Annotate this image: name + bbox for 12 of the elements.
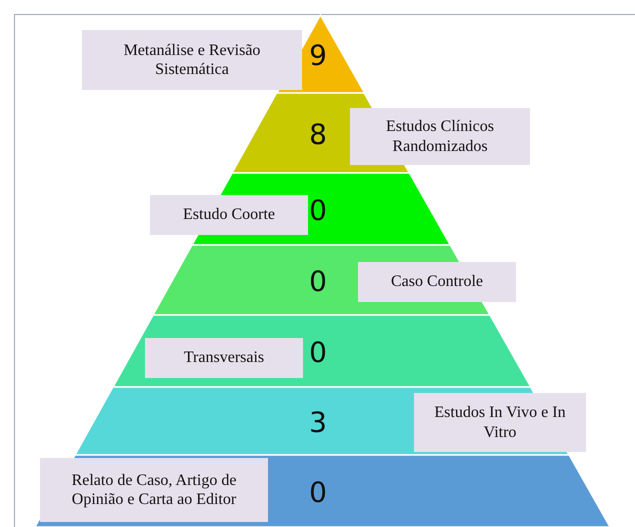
- tier-count: 9: [309, 42, 327, 70]
- tier-count: 0: [309, 268, 327, 296]
- category-label: Estudos Clínicos Randomizados: [350, 108, 530, 165]
- tier-count: 0: [309, 339, 327, 367]
- tier-count: 0: [309, 197, 327, 225]
- category-label: Metanálise e Revisão Sistemática: [82, 30, 302, 90]
- tier-count: 0: [309, 479, 327, 507]
- category-label: Estudos In Vivo e In Vitro: [414, 393, 586, 452]
- tier-count: 3: [309, 409, 327, 437]
- category-label: Estudo Coorte: [150, 195, 308, 235]
- category-label: Caso Controle: [358, 262, 516, 302]
- tier-count: 8: [309, 121, 327, 149]
